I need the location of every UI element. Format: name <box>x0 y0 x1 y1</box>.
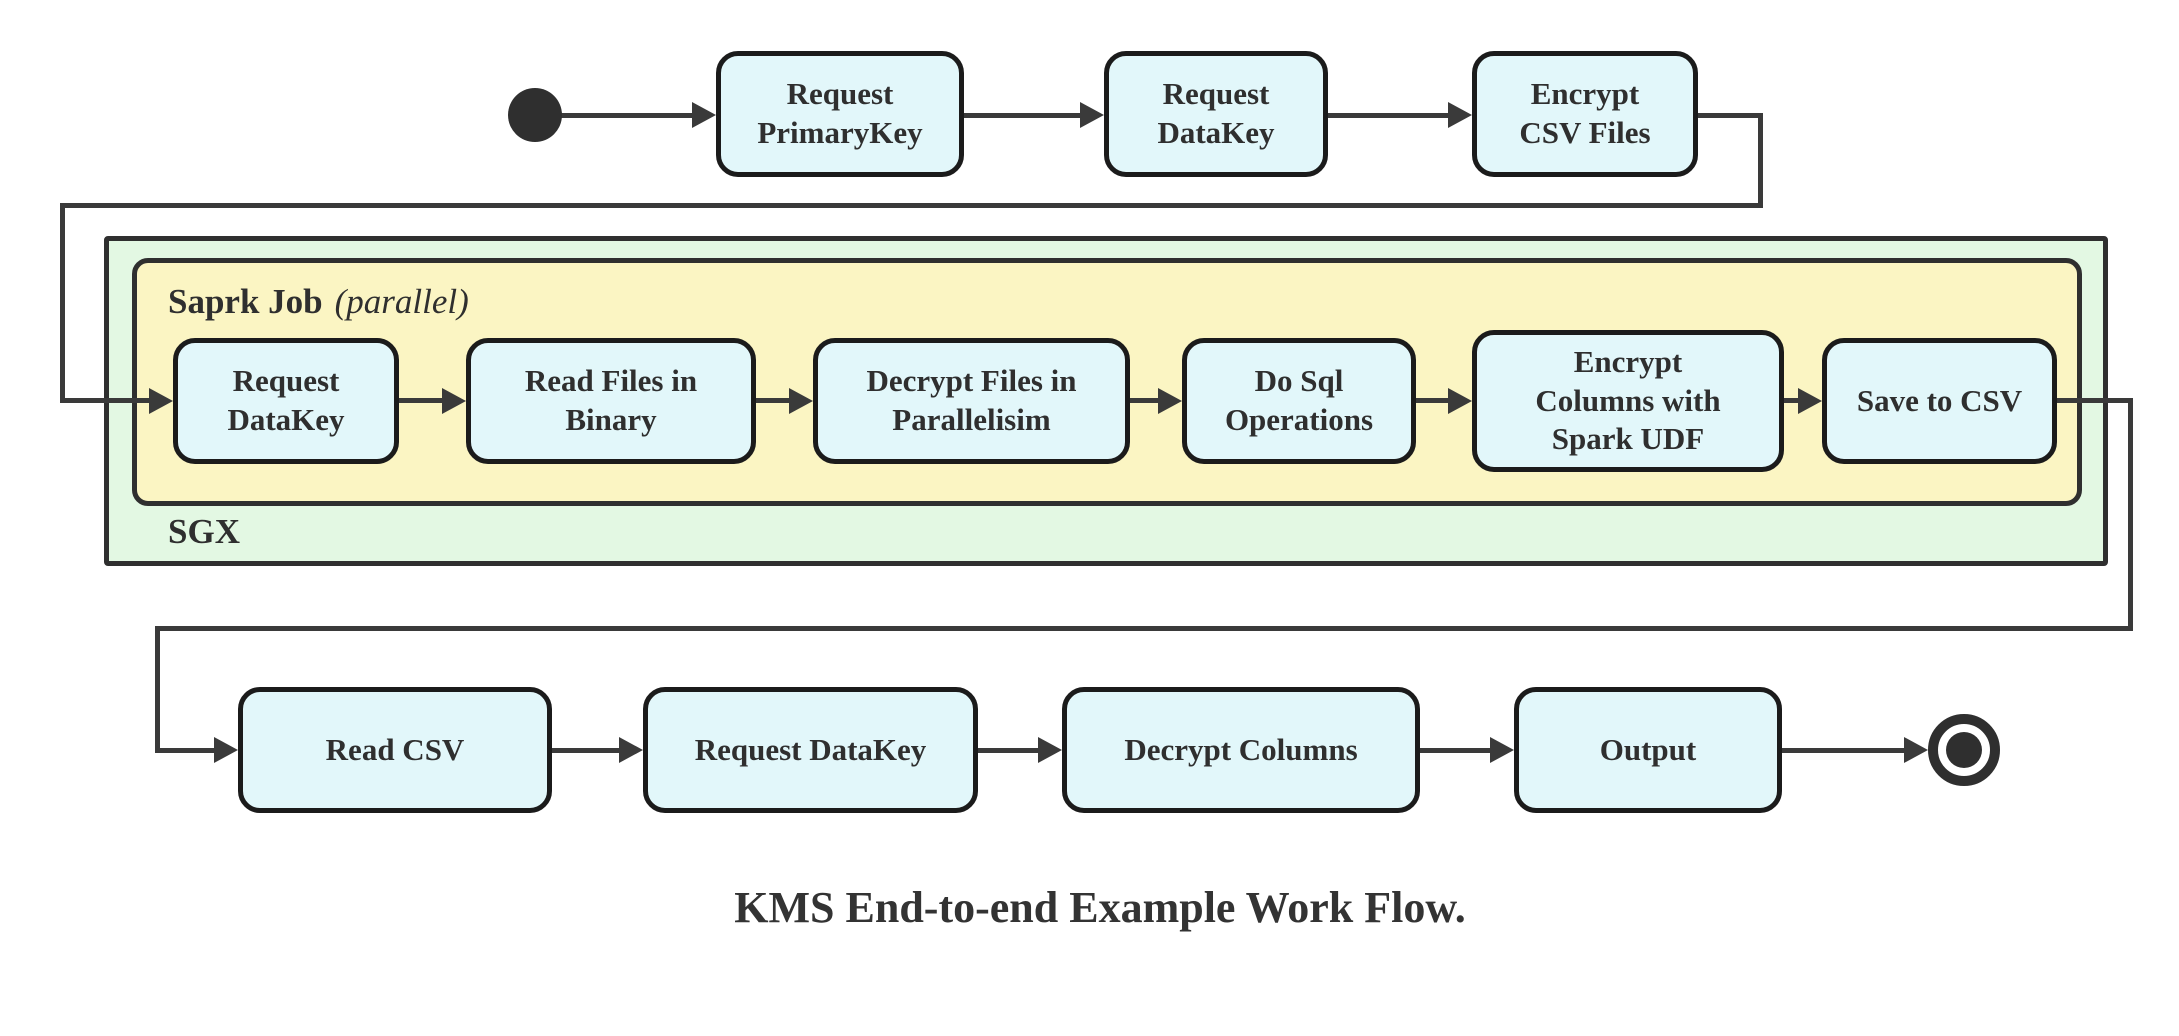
node-encrypt-csv-files: Encrypt CSV Files <box>1472 51 1698 177</box>
node-label: Encrypt Columns with Spark UDF <box>1535 343 1721 457</box>
end-node-core-icon <box>1946 732 1982 768</box>
arrowhead-icon <box>1448 102 1472 128</box>
connector-segment <box>1420 748 1492 753</box>
node-decrypt-columns: Decrypt Columns <box>1062 687 1420 813</box>
arrowhead-icon <box>149 388 173 414</box>
node-label: Decrypt Files in Parallelisim <box>866 363 1077 437</box>
arrowhead-icon <box>1490 737 1514 763</box>
spark-job-label: Saprk Job (parallel) <box>168 282 469 322</box>
arrowhead-icon <box>442 388 466 414</box>
node-label: Decrypt Columns <box>1124 731 1358 767</box>
node-label: Read CSV <box>325 731 465 767</box>
connector-segment <box>155 626 160 753</box>
connector-segment <box>2128 398 2133 631</box>
node-label: Output <box>1599 731 1697 767</box>
connector-segment <box>1782 748 1906 753</box>
node-label: Encrypt CSV Files <box>1519 76 1651 150</box>
arrowhead-icon <box>789 388 813 414</box>
node-read-csv: Read CSV <box>238 687 552 813</box>
arrowhead-icon <box>692 102 716 128</box>
connector-segment <box>2057 398 2133 403</box>
connector-segment <box>964 113 1082 118</box>
connector-segment <box>756 398 791 403</box>
node-output: Output <box>1514 687 1782 813</box>
node-label: Save to CSV <box>1856 382 2023 418</box>
node-label: Read Files in Binary <box>524 363 698 437</box>
arrowhead-icon <box>214 737 238 763</box>
node-decrypt-files-in-parallelisim: Decrypt Files in Parallelisim <box>813 338 1130 464</box>
arrowhead-icon <box>1038 737 1062 763</box>
arrowhead-icon <box>1904 737 1928 763</box>
connector-segment <box>1130 398 1160 403</box>
end-node-icon <box>1928 714 2000 786</box>
node-request-datakey-spark: Request DataKey <box>173 338 399 464</box>
connector-segment <box>1758 113 1763 208</box>
node-request-datakey-top: Request DataKey <box>1104 51 1328 177</box>
connector-segment <box>155 626 2133 631</box>
connector-segment <box>60 203 65 403</box>
node-label: Request DataKey <box>1157 76 1275 150</box>
node-label: Request DataKey <box>227 363 345 437</box>
arrowhead-icon <box>1158 388 1182 414</box>
node-request-primarykey: Request PrimaryKey <box>716 51 964 177</box>
arrowhead-icon <box>1798 388 1822 414</box>
connector-segment <box>978 748 1040 753</box>
connector-segment <box>60 203 1763 208</box>
spark-job-label-bold: Saprk Job <box>168 282 323 321</box>
diagram-caption: KMS End-to-end Example Work Flow. <box>734 883 1466 932</box>
node-save-to-csv: Save to CSV <box>1822 338 2057 464</box>
spark-job-label-italic: (parallel) <box>334 282 469 321</box>
connector-segment <box>399 398 444 403</box>
connector-segment <box>155 748 217 753</box>
connector-segment <box>1416 398 1450 403</box>
node-do-sql-operations: Do Sql Operations <box>1182 338 1416 464</box>
connector-segment <box>1784 398 1800 403</box>
connector-segment <box>1698 113 1762 118</box>
node-label: Request PrimaryKey <box>757 76 923 150</box>
connector-segment <box>60 398 152 403</box>
node-encrypt-columns-with-spark-udf: Encrypt Columns with Spark UDF <box>1472 330 1784 472</box>
connector-segment <box>1328 113 1450 118</box>
sgx-label: SGX <box>168 512 240 551</box>
arrowhead-icon <box>1080 102 1104 128</box>
node-request-datakey-bottom: Request DataKey <box>643 687 978 813</box>
node-label: Request DataKey <box>694 731 927 767</box>
arrowhead-icon <box>1448 388 1472 414</box>
start-node-icon <box>508 88 562 142</box>
arrowhead-icon <box>619 737 643 763</box>
node-label: Do Sql Operations <box>1224 363 1374 437</box>
connector-segment <box>560 113 694 118</box>
node-read-files-in-binary: Read Files in Binary <box>466 338 756 464</box>
connector-segment <box>552 748 621 753</box>
